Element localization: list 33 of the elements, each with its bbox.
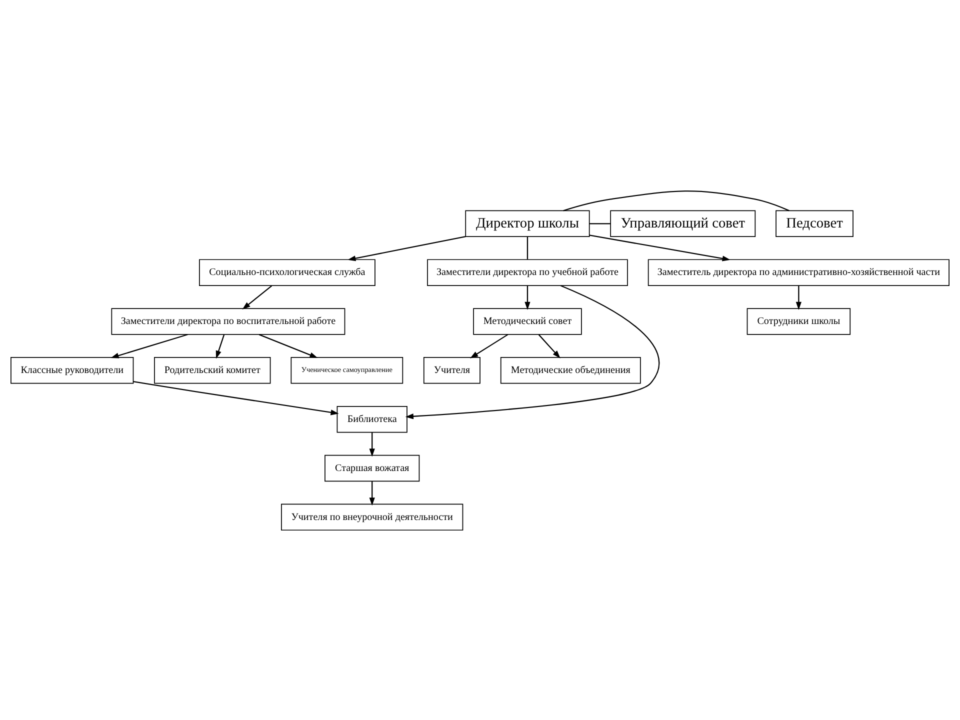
- arrow: [110, 333, 188, 358]
- connector: [589, 222, 610, 224]
- arrow: [133, 380, 339, 415]
- node-box: Заместители директора по учебной работе: [427, 258, 628, 286]
- arrow: [369, 480, 375, 506]
- node-box: Сотрудники школы: [746, 308, 851, 334]
- arrow: [405, 284, 660, 419]
- node-box: Учителя: [423, 356, 480, 384]
- arrow: [348, 236, 466, 261]
- connector: [563, 190, 790, 211]
- node-box: Классные руководители: [10, 356, 134, 384]
- arrow: [589, 234, 730, 261]
- arrow: [470, 334, 508, 358]
- node-box: Педсовет: [776, 210, 854, 237]
- arrow: [216, 334, 225, 358]
- arrow: [524, 285, 530, 310]
- node-box: Управляющий совет: [610, 210, 756, 237]
- node-box: Родительский комитет: [154, 356, 271, 384]
- arrow: [369, 432, 375, 456]
- arrow: [538, 334, 560, 358]
- node-box: Социально-психологическая служба: [199, 258, 376, 286]
- arrow: [242, 284, 272, 309]
- node-box: Старшая вожатая: [324, 454, 420, 482]
- node-box: Заместитель директора по административно-хозяйственной части: [648, 258, 950, 286]
- connector: [526, 236, 528, 259]
- arrow: [258, 334, 318, 358]
- node-box: Методические объединения: [500, 356, 641, 384]
- node-box: Учителя по внеурочной деятельности: [281, 503, 464, 530]
- node-box: Библиотека: [336, 405, 408, 432]
- node-box: Директор школы: [465, 210, 590, 237]
- node-box: Заместители директора по воспитательной работе: [111, 308, 346, 334]
- node-box: Методический совет: [473, 308, 582, 334]
- arrow: [796, 285, 802, 310]
